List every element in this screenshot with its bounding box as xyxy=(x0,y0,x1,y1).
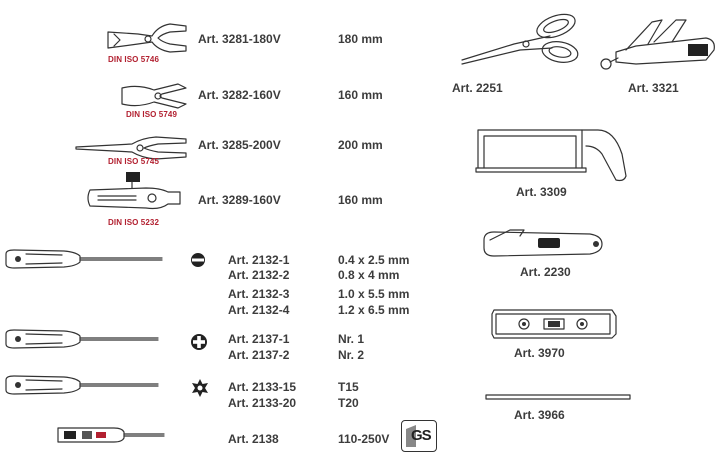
phillips-size-1: Nr. 1 xyxy=(338,332,365,346)
slotted-size-2: 0.8 x 4 mm xyxy=(338,268,400,282)
knife-art: Art. 3321 xyxy=(628,81,679,95)
voltage-tester-icon xyxy=(57,427,165,443)
torx-tip-icon xyxy=(192,379,208,397)
torx-size-20: T20 xyxy=(338,396,359,410)
folding-knife-icon xyxy=(600,19,715,70)
stripper-art: Art. 2230 xyxy=(520,265,571,279)
electrician-scissors-icon xyxy=(461,13,579,65)
pliers-size-3282: 160 mm xyxy=(338,88,383,102)
torx-size-15: T15 xyxy=(338,380,359,394)
phillips-tip-icon xyxy=(191,334,207,350)
slotted-size-1: 0.4 x 2.5 mm xyxy=(338,253,410,267)
slotted-screwdriver-icon xyxy=(5,249,163,269)
wire-stripper-pliers-icon xyxy=(87,172,181,210)
din-label-3285: DIN ISO 5745 xyxy=(108,157,160,166)
tester-size: 110-250V xyxy=(338,432,390,446)
phillips-art-1: Art. 2137-1 xyxy=(228,332,290,346)
tester-art: Art. 2138 xyxy=(228,432,279,446)
din-label-3281: DIN ISO 5746 xyxy=(108,55,160,64)
torx-art-15: Art. 2133-15 xyxy=(228,380,297,394)
slotted-art-2: Art. 2132-2 xyxy=(228,268,290,282)
blade-art: Art. 3966 xyxy=(514,408,565,422)
torx-screwdriver-icon xyxy=(5,375,159,395)
phillips-art-2: Art. 2137-2 xyxy=(228,348,290,362)
pliers-art-3285: Art. 3285-200V xyxy=(198,138,281,152)
din-label-3289: DIN ISO 5232 xyxy=(108,218,160,227)
hacksaw-art: Art. 3309 xyxy=(516,185,567,199)
diagonal-cutter-icon xyxy=(121,83,187,109)
gs-badge-icon xyxy=(406,425,416,447)
cable-stripper-icon xyxy=(483,229,603,257)
slotted-size-4: 1.2 x 6.5 mm xyxy=(338,303,410,317)
pliers-art-3289: Art. 3289-160V xyxy=(198,193,281,207)
slotted-size-3: 1.0 x 5.5 mm xyxy=(338,287,410,301)
pliers-art-3282: Art. 3282-160V xyxy=(198,88,281,102)
pliers-size-3281: 180 mm xyxy=(338,32,383,46)
spirit-level-icon xyxy=(491,309,617,339)
scissors-art: Art. 2251 xyxy=(452,81,503,95)
slotted-tip-icon xyxy=(191,253,205,267)
hacksaw-icon xyxy=(475,129,627,182)
replacement-blade-icon xyxy=(485,394,631,400)
combination-pliers-icon xyxy=(107,23,187,53)
slotted-art-4: Art. 2132-4 xyxy=(228,303,290,317)
din-label-3282: DIN ISO 5749 xyxy=(126,110,178,119)
slotted-art-3: Art. 2132-3 xyxy=(228,287,290,301)
gs-badge-text: GS xyxy=(411,427,432,444)
slotted-art-1: Art. 2132-1 xyxy=(228,253,290,267)
phillips-screwdriver-icon xyxy=(5,329,159,349)
level-art: Art. 3970 xyxy=(514,346,565,360)
phillips-size-2: Nr. 2 xyxy=(338,348,365,362)
pliers-size-3289: 160 mm xyxy=(338,193,383,207)
torx-art-20: Art. 2133-20 xyxy=(228,396,297,410)
pliers-size-3285: 200 mm xyxy=(338,138,383,152)
long-nose-pliers-icon xyxy=(75,136,187,160)
pliers-art-3281: Art. 3281-180V xyxy=(198,32,281,46)
gs-certification-badge: GS xyxy=(401,420,437,452)
